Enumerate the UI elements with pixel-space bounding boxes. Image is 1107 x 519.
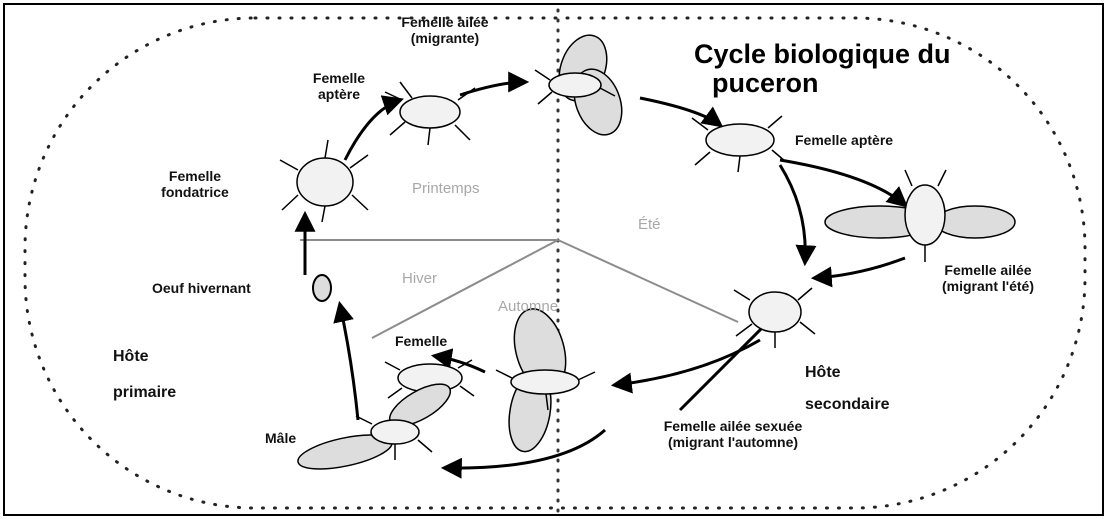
label-winged-migrant-line1: Femelle ailée bbox=[385, 14, 505, 30]
season-autumn: Automne bbox=[498, 298, 558, 315]
label-primary-host-line1: Hôte bbox=[113, 348, 176, 366]
label-winged-sexual-line2: (migrant l'automne) bbox=[628, 434, 838, 450]
label-winged-migrant-line2: (migrante) bbox=[385, 30, 505, 46]
season-winter: Hiver bbox=[402, 270, 437, 287]
label-male: Mâle bbox=[265, 430, 296, 446]
arrow-to-autumn bbox=[615, 340, 760, 385]
aphid-apterous-spring-icon bbox=[385, 82, 475, 145]
arrow-apterous-to-migrant bbox=[460, 82, 525, 95]
label-apterous-spring: Femelle aptère bbox=[294, 70, 384, 102]
diagram-title: Cycle biologique du puceron bbox=[694, 40, 951, 98]
label-fundatrix-line1: Femelle bbox=[140, 168, 250, 184]
arrow-lower-right bbox=[680, 320, 770, 410]
title-line-1: Cycle biologique du bbox=[694, 40, 951, 69]
label-primary-host: Hôte primaire bbox=[113, 348, 176, 402]
label-secondary-host-line2: secondaire bbox=[805, 396, 889, 414]
season-summer: Été bbox=[638, 216, 661, 233]
label-fundatrix-line2: fondatrice bbox=[140, 184, 250, 200]
label-apterous-spring-line1: Femelle bbox=[294, 70, 384, 86]
title-line-2: puceron bbox=[694, 69, 951, 98]
label-secondary-host-line1: Hôte bbox=[805, 364, 889, 382]
aphid-apterous-autumn-icon bbox=[734, 288, 815, 348]
label-winged-summer-line1: Femelle ailée bbox=[908, 262, 1068, 278]
label-winged-migrant: Femelle ailée (migrante) bbox=[385, 14, 505, 46]
aphid-winged-summer-icon bbox=[825, 170, 1015, 262]
label-winged-summer: Femelle ailée (migrant l'été) bbox=[908, 262, 1068, 294]
aphid-fundatrix-icon bbox=[280, 140, 368, 222]
arrow-summer-down bbox=[780, 165, 805, 262]
arrow-winged-summer-return bbox=[815, 258, 905, 278]
arrow-male-to-egg bbox=[340, 305, 358, 420]
label-overwintering-egg: Oeuf hivernant bbox=[152, 280, 251, 296]
arrow-migrant-to-summer bbox=[640, 98, 720, 125]
label-winged-sexual-line1: Femelle ailée sexuée bbox=[628, 418, 838, 434]
label-fundatrix: Femelle fondatrice bbox=[140, 168, 250, 200]
aphid-winged-sexual-icon bbox=[496, 303, 595, 455]
label-apterous-summer: Femelle aptère bbox=[795, 132, 893, 148]
label-secondary-host: Hôte secondaire bbox=[805, 364, 889, 414]
aphid-winged-migrant-icon bbox=[535, 29, 630, 142]
label-sexual-female: Femelle bbox=[395, 333, 447, 349]
aphid-male-icon bbox=[295, 376, 456, 476]
label-apterous-spring-line2: aptère bbox=[294, 86, 384, 102]
label-primary-host-line2: primaire bbox=[113, 384, 176, 402]
arrow-summer-loop-out bbox=[780, 160, 905, 205]
label-winged-sexual: Femelle ailée sexuée (migrant l'automne) bbox=[628, 418, 838, 450]
arrow-fundatrix-to-apterous bbox=[345, 100, 400, 160]
egg-icon bbox=[313, 275, 331, 301]
aphid-apterous-summer-icon bbox=[692, 116, 786, 172]
label-winged-summer-line2: (migrant l'été) bbox=[908, 278, 1068, 294]
season-spring: Printemps bbox=[412, 180, 480, 197]
